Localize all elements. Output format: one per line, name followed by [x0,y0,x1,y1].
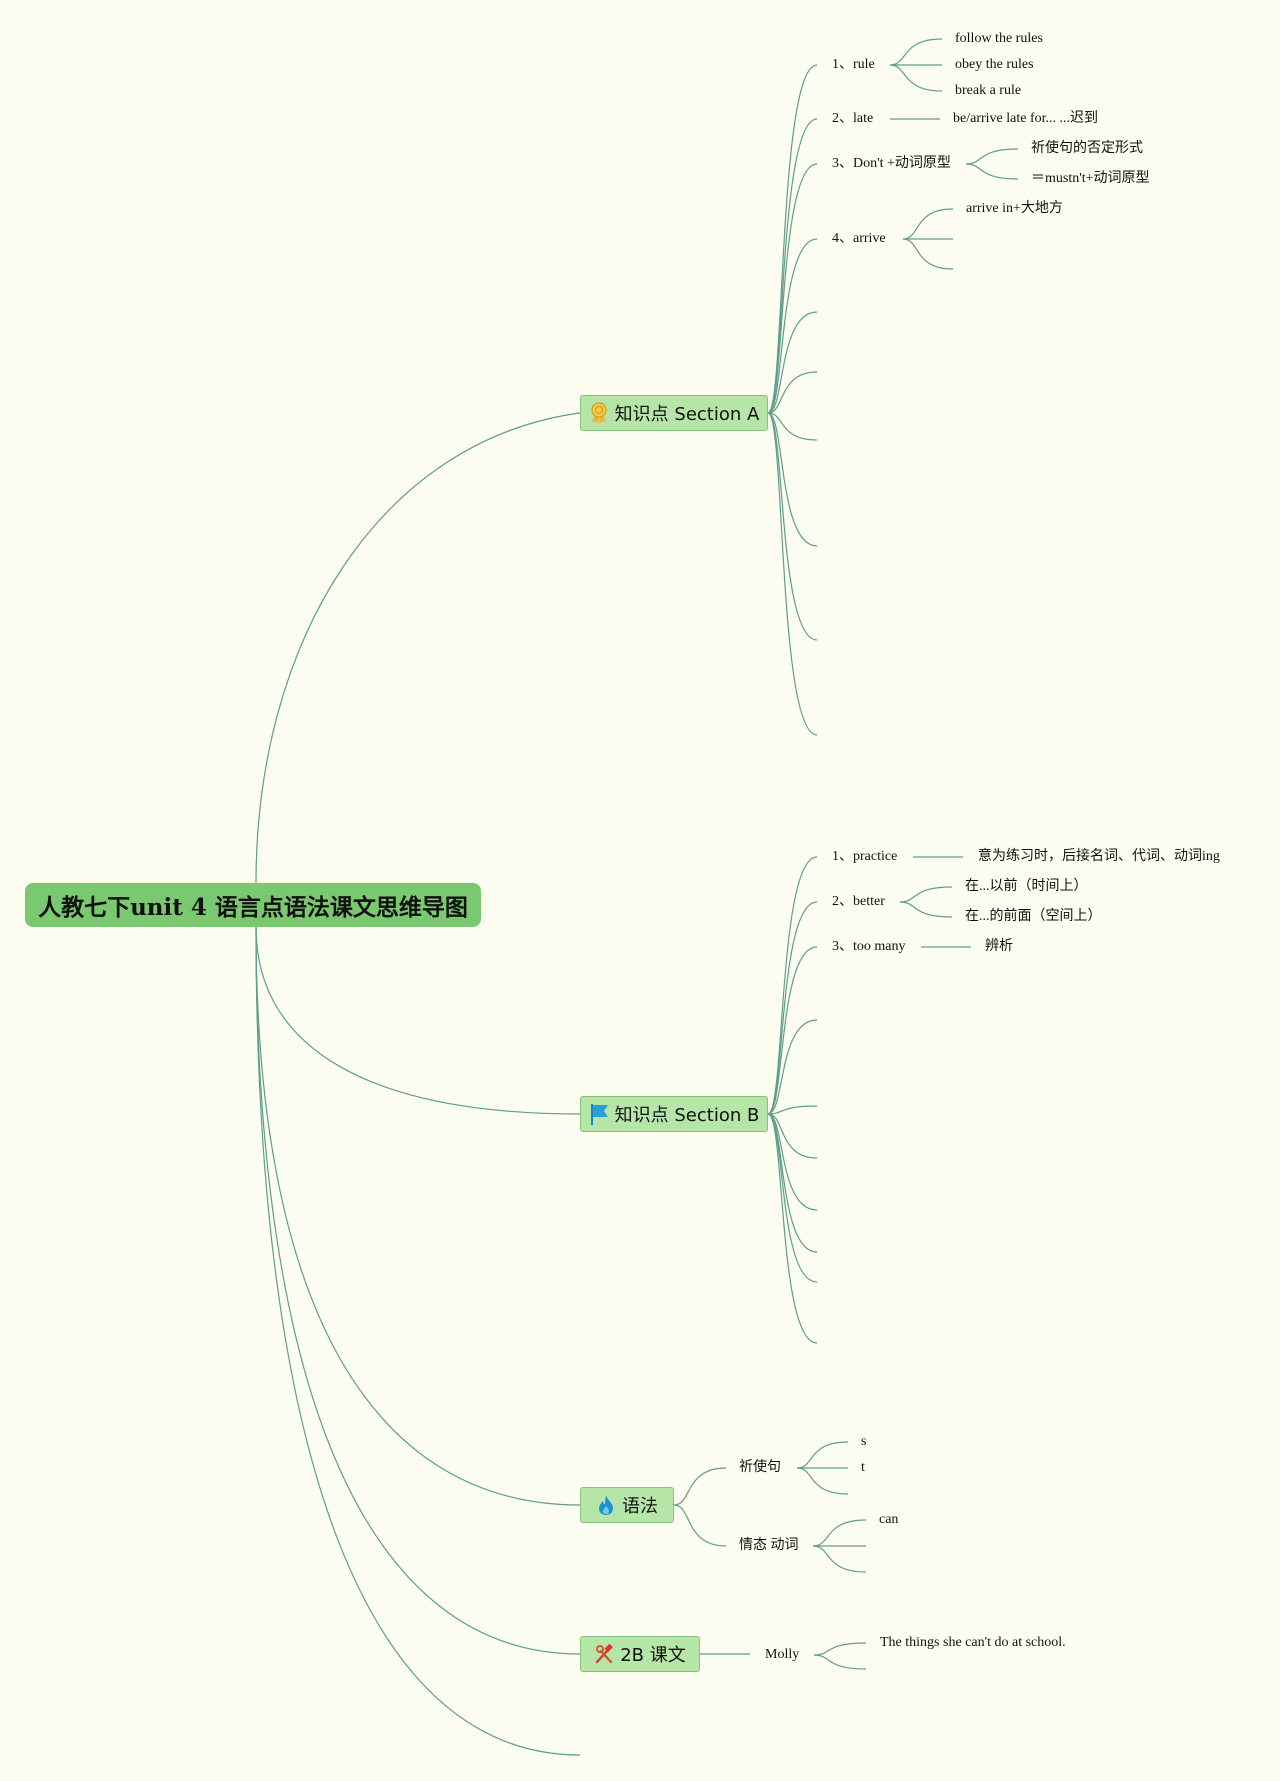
branch-section-a[interactable]: 知识点 Section A [580,395,768,431]
connector-dont-leaf [965,163,1019,180]
connector-section-b-child [767,901,818,1115]
branch-2b-text[interactable]: 2B 课文 [580,1636,700,1672]
connector-section-a-child [767,311,818,414]
connector-root-extra [255,926,581,1756]
connector-section-b-child [767,1113,818,1159]
leaf-mustnt[interactable]: ＝mustn't+动词原型 [1031,171,1150,186]
connector-section-b-child [767,856,818,1115]
connector-section-a-child [767,412,818,641]
leaf-follow-the-rules[interactable]: follow the rules [955,31,1043,46]
connector-root-section-a [255,412,581,884]
connector-root-section-b [255,926,581,1115]
fire-icon [596,1494,616,1516]
leaf-t[interactable]: t [861,1460,865,1475]
grammar-item-modal-verbs[interactable]: 情态 动词 [739,1538,799,1553]
connector-better-leaf [899,901,953,918]
branch-label: 语法 [622,1496,658,1517]
connector-dont-leaf [965,148,1019,165]
connector-section-b-child [767,1019,818,1115]
branch-grammar[interactable]: 语法 [580,1487,674,1523]
connector-section-b-child [767,946,818,1115]
branch-section-b[interactable]: 知识点 Section B [580,1096,768,1132]
leaf-can[interactable]: can [879,1512,899,1527]
section-b-item-practice[interactable]: 1、practice [832,849,898,864]
connector-section-b-child [767,1113,818,1283]
connector-section-a-child [767,238,818,414]
connector-imperative-leaf [796,1467,849,1495]
connector-section-a-child [767,412,818,547]
grammar-item-imperative[interactable]: 祈使句 [739,1460,781,1475]
branch-label: 知识点 Section A [614,404,760,425]
connector-section-b-child [767,1113,818,1344]
connector-arrive-leaf [902,208,954,240]
branch-label: 2B 课文 [620,1645,686,1666]
leaf-arrive-in[interactable]: arrive in+大地方 [966,201,1063,216]
leaf-break-a-rule[interactable]: break a rule [955,83,1022,98]
connector-section-a-child [767,118,818,414]
section-b-item-too-many[interactable]: 3、too many [832,939,906,954]
connector-section-a-child [767,163,818,414]
connector-better-leaf [899,886,953,903]
leaf-obey-the-rules[interactable]: obey the rules [955,57,1034,72]
connector-molly-leaf [813,1654,867,1670]
connector-section-b-child [767,1105,818,1115]
section-a-item-late[interactable]: 2、late [832,111,874,126]
tools-icon [594,1643,614,1665]
connector-grammar-child [673,1467,727,1506]
leaf-s[interactable]: s [861,1434,867,1449]
connector-section-a-child [767,412,818,736]
connector-root-2b-text [255,926,581,1655]
text-item-molly[interactable]: Molly [765,1647,800,1662]
leaf-in-front-space[interactable]: 在...的前面（空间上） [965,909,1102,924]
connector-arrive-leaf [902,238,954,270]
connector-imperative-leaf [796,1441,849,1469]
flag-icon [589,1103,609,1125]
branch-label: 知识点 Section B [614,1105,760,1126]
leaf-arrive-late[interactable]: be/arrive late for... ...迟到 [953,111,1099,126]
connector-molly-leaf [813,1642,867,1656]
section-b-item-better[interactable]: 2、better [832,894,885,909]
award-ribbon-icon [589,402,609,424]
leaf-things-she-cant-do[interactable]: The things she can't do at school. [880,1635,1066,1650]
connector-root-grammar [255,926,581,1506]
connector-modal-leaf [812,1519,867,1547]
connector-section-a-child [767,371,818,414]
section-a-item-dont[interactable]: 3、Don't +动词原型 [832,156,951,171]
section-a-item-rule[interactable]: 1、rule [832,57,875,72]
section-a-item-arrive[interactable]: 4、arrive [832,231,886,246]
leaf-before-time[interactable]: 在...以前（时间上） [965,879,1088,894]
connector-rule-leaf [889,64,943,92]
root-topic[interactable]: 人教七下unit 4 语言点语法课文思维导图 [25,883,481,927]
leaf-distinguish[interactable]: 辨析 [985,939,1013,954]
leaf-practice-meaning[interactable]: 意为练习时，后接名词、代词、动词ing [978,849,1220,864]
leaf-negative-imperative[interactable]: 祈使句的否定形式 [1031,141,1143,156]
connector-section-a-child [767,412,818,441]
connector-modal-leaf [812,1545,867,1573]
connector-section-a-child [767,64,818,414]
connector-grammar-child [673,1504,727,1547]
connector-rule-leaf [889,38,943,66]
